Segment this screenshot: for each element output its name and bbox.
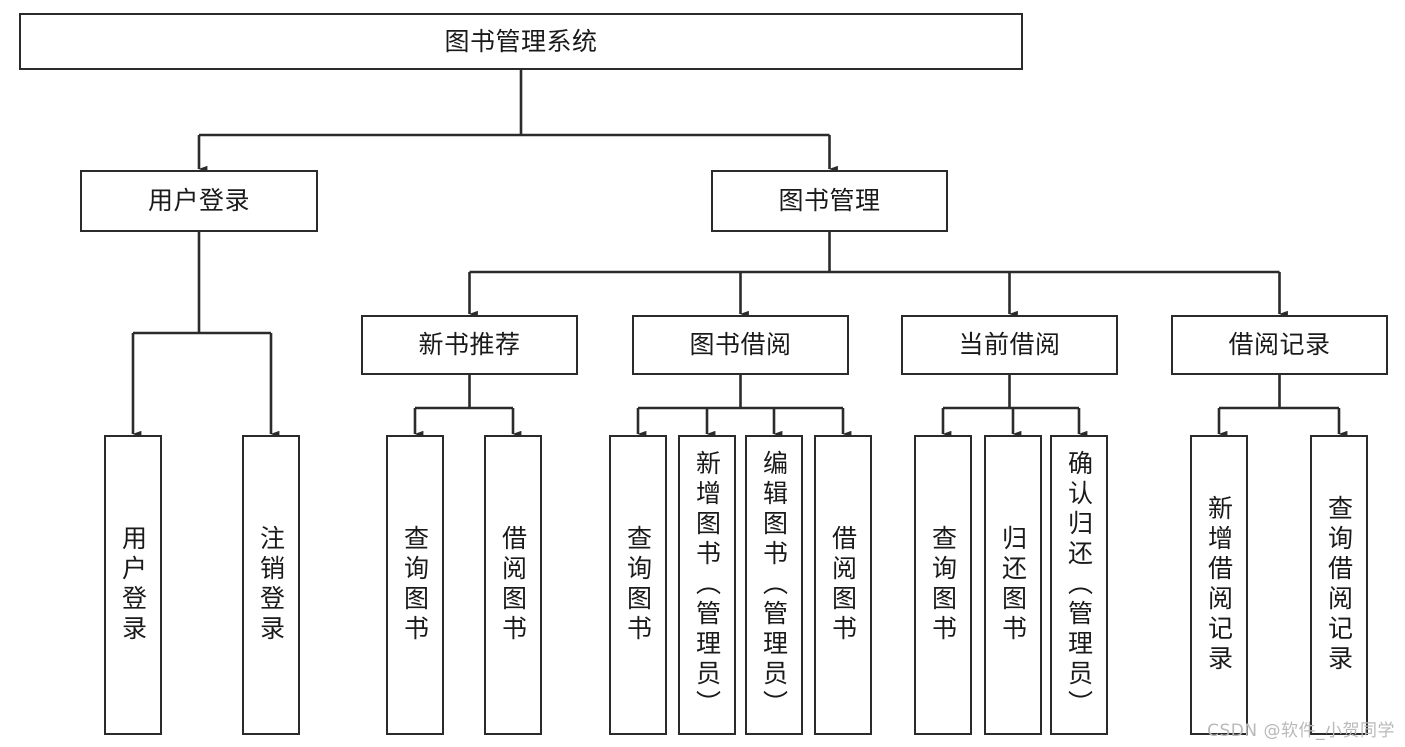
node-label-leaf-rec-1: 新增借阅记录 [1204,495,1234,675]
node-label-leaf-login-2: 注销登录 [256,525,286,645]
node-label-leaf-login-1: 用户登录 [118,525,148,645]
node-leaf-login-1[interactable]: 用户登录 [104,435,162,735]
node-label-leaf-borrow-2: 新增图书（管理员） [692,450,722,720]
node-leaf-rec-1[interactable]: 新增借阅记录 [1190,435,1248,735]
node-leaf-borrow-4[interactable]: 借阅图书 [814,435,872,735]
node-login[interactable]: 用户登录 [80,170,318,232]
node-label-root: 图书管理系统 [444,26,598,56]
watermark-text: CSDN @软件_小贺同学 [1207,721,1395,741]
node-label-leaf-new-2: 借阅图书 [498,525,528,645]
node-leaf-cur-3[interactable]: 确认归还（管理员） [1050,435,1108,735]
node-leaf-new-2[interactable]: 借阅图书 [484,435,542,735]
node-label-leaf-borrow-4: 借阅图书 [828,525,858,645]
node-leaf-borrow-3[interactable]: 编辑图书（管理员） [745,435,803,735]
node-root[interactable]: 图书管理系统 [19,13,1023,70]
node-leaf-login-2[interactable]: 注销登录 [242,435,300,735]
node-leaf-cur-1[interactable]: 查询图书 [914,435,972,735]
node-bookmgmt[interactable]: 图书管理 [711,170,948,232]
node-leaf-borrow-1[interactable]: 查询图书 [609,435,667,735]
node-leaf-cur-2[interactable]: 归还图书 [984,435,1042,735]
node-label-leaf-cur-3: 确认归还（管理员） [1064,450,1094,720]
node-label-leaf-borrow-1: 查询图书 [623,525,653,645]
node-label-leaf-cur-2: 归还图书 [998,525,1028,645]
node-label-leaf-borrow-3: 编辑图书（管理员） [759,450,789,720]
node-borrow[interactable]: 图书借阅 [632,315,849,375]
node-label-current: 当前借阅 [958,330,1061,359]
node-label-borrow: 图书借阅 [689,330,792,359]
node-leaf-rec-2[interactable]: 查询借阅记录 [1310,435,1368,735]
node-label-leaf-rec-2: 查询借阅记录 [1324,495,1354,675]
node-label-records: 借阅记录 [1228,330,1331,359]
node-label-leaf-cur-1: 查询图书 [928,525,958,645]
node-current[interactable]: 当前借阅 [901,315,1118,375]
node-label-login: 用户登录 [147,186,250,215]
node-records[interactable]: 借阅记录 [1171,315,1388,375]
node-leaf-new-1[interactable]: 查询图书 [386,435,444,735]
node-label-leaf-new-1: 查询图书 [400,525,430,645]
node-newbook[interactable]: 新书推荐 [361,315,578,375]
node-leaf-borrow-2[interactable]: 新增图书（管理员） [678,435,736,735]
node-label-bookmgmt: 图书管理 [778,186,881,215]
node-label-newbook: 新书推荐 [418,330,521,359]
